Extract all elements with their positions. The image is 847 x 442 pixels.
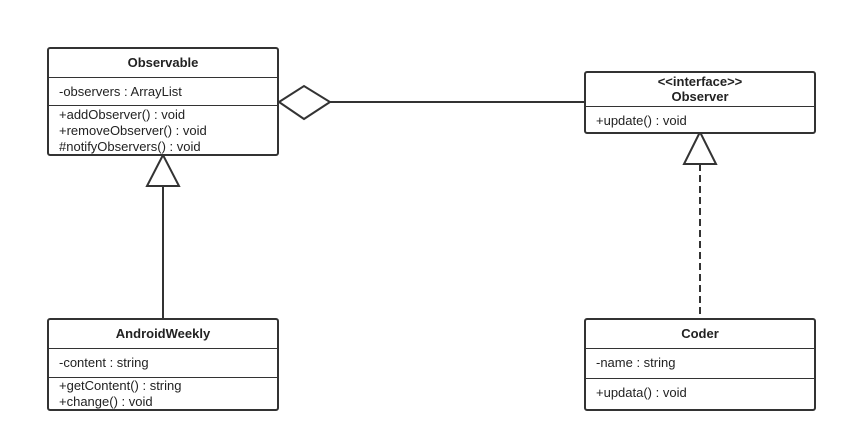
methods-section: +addObserver() : void +removeObserver() …: [49, 105, 277, 158]
attributes-section: -content : string: [49, 348, 277, 377]
method: +removeObserver() : void: [59, 123, 207, 138]
attribute: -observers : ArrayList: [59, 84, 182, 99]
class-name: AndroidWeekly: [115, 326, 211, 341]
class-name: Observer: [671, 89, 729, 104]
class-android-weekly: AndroidWeekly -content : string +getCont…: [47, 318, 279, 411]
method: +getContent() : string: [59, 378, 182, 393]
methods-section: +updata() : void: [586, 378, 814, 404]
stereotype: <<interface>>: [657, 74, 743, 89]
method: +addObserver() : void: [59, 107, 186, 122]
class-observable: Observable -observers : ArrayList +addOb…: [47, 47, 279, 156]
inheritance-arrowhead: [145, 152, 181, 187]
class-name: Coder: [681, 326, 719, 341]
method: +updata() : void: [596, 385, 687, 400]
aggregation-diamond: [277, 84, 332, 121]
class-name: Observable: [127, 55, 199, 70]
method: +update() : void: [596, 113, 687, 128]
attribute: -content : string: [59, 355, 149, 370]
class-header: <<interface>> Observer: [586, 73, 814, 106]
method: +change() : void: [59, 394, 153, 409]
method: #notifyObservers() : void: [59, 139, 201, 154]
methods-section: +update() : void: [586, 106, 814, 132]
class-coder: Coder -name : string +updata() : void: [584, 318, 816, 411]
attribute: -name : string: [596, 355, 676, 370]
attributes-section: -name : string: [586, 348, 814, 378]
interface-observer: <<interface>> Observer +update() : void: [584, 71, 816, 134]
attributes-section: -observers : ArrayList: [49, 77, 277, 105]
realization-arrowhead: [682, 129, 718, 165]
methods-section: +getContent() : string +change() : void: [49, 377, 277, 413]
